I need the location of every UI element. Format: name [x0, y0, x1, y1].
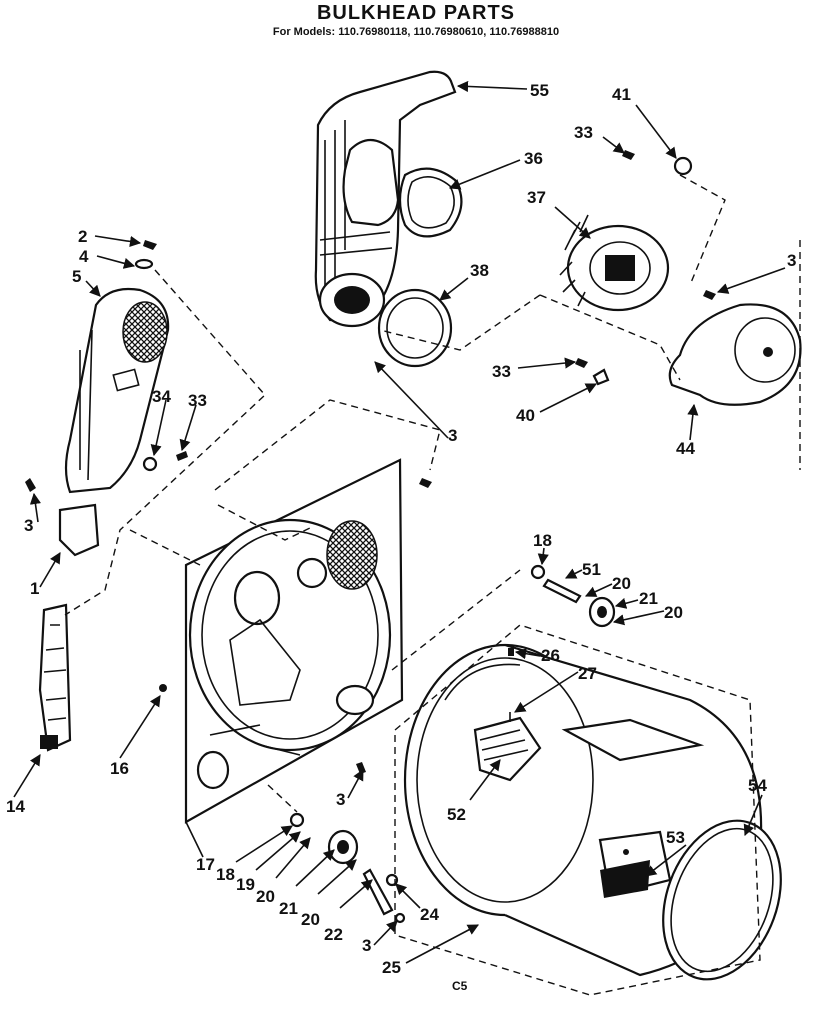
callout-14: 14	[6, 797, 25, 816]
heater-assembly-14	[38, 603, 72, 752]
bracket-1	[58, 503, 100, 557]
duct-seal-38	[377, 288, 453, 368]
washer-41	[673, 156, 693, 176]
callout-20-right-b: 20	[664, 603, 683, 622]
callout-26: 26	[541, 646, 560, 665]
models-subtitle: For Models: 110.76980118, 110.76980610, …	[272, 26, 560, 38]
screw-33-top	[622, 150, 635, 160]
callout-3-roller: 3	[362, 936, 371, 955]
callout-38: 38	[470, 261, 489, 280]
clamp-4	[134, 258, 154, 270]
reference-dashed-lines	[64, 174, 801, 996]
callout-41: 41	[612, 85, 631, 104]
diagram-title: BULKHEAD PARTS	[316, 2, 516, 24]
callout-18: 18	[216, 865, 235, 884]
callout-labels: 55 36 41 33 37 3 38 2 4 5 34 33 33 40 44…	[6, 81, 796, 993]
callout-5: 5	[72, 267, 81, 286]
callout-21-right: 21	[639, 589, 658, 608]
duct-seal-36	[398, 167, 463, 238]
callout-21: 21	[279, 899, 298, 918]
callout-19: 19	[236, 875, 255, 894]
part-16	[159, 684, 167, 692]
callout-17: 17	[196, 855, 215, 874]
callout-27: 27	[578, 664, 597, 683]
screw-3-right	[703, 290, 716, 300]
callout-33-mid: 33	[492, 362, 511, 381]
screw-33-mid	[575, 358, 588, 368]
callout-51: 51	[582, 560, 601, 579]
callout-leaders	[13, 80, 786, 964]
callout-1: 1	[30, 579, 39, 598]
callout-33: 33	[574, 123, 593, 142]
callout-20-right-a: 20	[612, 574, 631, 593]
callout-33-left: 33	[188, 391, 207, 410]
callout-18-right: 18	[533, 531, 552, 550]
clip-40	[592, 368, 610, 386]
callout-20-a: 20	[256, 887, 275, 906]
screw-3-left	[25, 478, 36, 492]
callout-52: 52	[447, 805, 466, 824]
callout-44: 44	[676, 439, 695, 458]
callout-3: 3	[787, 251, 796, 270]
screw-3-center	[419, 478, 432, 488]
callout-2: 2	[78, 227, 87, 246]
callout-3-center: 3	[448, 426, 457, 445]
part-34	[142, 456, 158, 472]
screw-33-left	[176, 451, 188, 461]
callout-20-b: 20	[301, 910, 320, 929]
rear-bulkhead-17	[184, 458, 404, 824]
washer-18-right	[530, 564, 546, 580]
drawing-code: C5	[452, 979, 468, 993]
callout-40: 40	[516, 406, 535, 425]
callout-3-bulkhead: 3	[336, 790, 345, 809]
callout-55: 55	[530, 81, 549, 100]
callout-34: 34	[152, 387, 171, 406]
callout-36: 36	[524, 149, 543, 168]
callout-22: 22	[324, 925, 343, 944]
callout-37: 37	[527, 188, 546, 207]
callout-54: 54	[748, 776, 767, 795]
blower-housing-44	[668, 303, 802, 406]
blower-wheel-37	[559, 214, 670, 312]
callout-3-left: 3	[24, 516, 33, 535]
roller-shaft-51	[542, 578, 582, 604]
callout-53: 53	[666, 828, 685, 847]
callout-24: 24	[420, 905, 439, 924]
roller-washer-18	[289, 812, 305, 828]
callout-16: 16	[110, 759, 129, 778]
screw-2	[143, 240, 157, 250]
washer-3-lower	[394, 912, 406, 924]
blower-duct-part	[314, 70, 457, 328]
screw-26	[508, 648, 514, 656]
exhaust-duct-5	[64, 287, 170, 494]
callout-4: 4	[79, 247, 89, 266]
callout-25: 25	[382, 958, 401, 977]
